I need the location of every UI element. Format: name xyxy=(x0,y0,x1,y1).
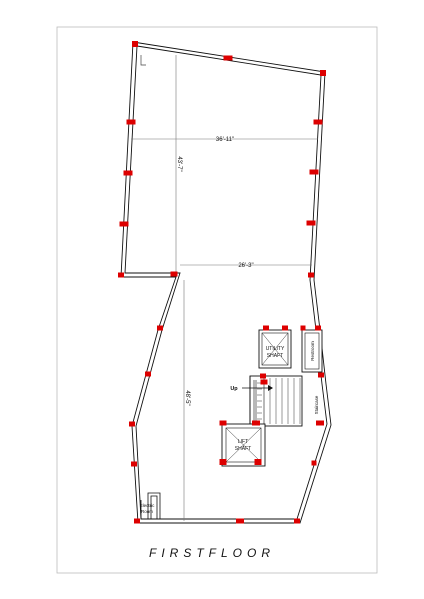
column-14 xyxy=(263,325,269,331)
restroom-label: Restroom xyxy=(310,341,315,361)
lift-shaft-label-2: SHAFT xyxy=(235,446,251,452)
staircase xyxy=(242,375,303,427)
lift-cross-b xyxy=(225,427,262,463)
dim-top-width-label: 36'-11" xyxy=(216,137,234,143)
column-23 xyxy=(219,420,227,426)
dim-lower-height-label: 48'-5" xyxy=(184,390,190,405)
shaft-cross-b xyxy=(261,332,289,366)
column-24 xyxy=(252,420,260,426)
lift-shaft xyxy=(221,423,266,467)
dim-top-height-label: 43'-7" xyxy=(176,156,182,171)
column-4 xyxy=(126,119,136,125)
column-22 xyxy=(129,421,135,427)
column-20 xyxy=(318,372,324,378)
column-30 xyxy=(134,518,140,524)
utility-shaft-label-1: UTILITY xyxy=(266,346,285,352)
column-11 xyxy=(170,271,178,277)
lift-shaft-label-1: LIFT xyxy=(238,439,248,445)
column-10 xyxy=(118,272,124,278)
electric-room-label-2: Room xyxy=(141,509,153,514)
column-13 xyxy=(157,325,163,331)
column-32 xyxy=(294,518,300,524)
column-31 xyxy=(236,518,244,524)
column-18 xyxy=(145,371,151,377)
floor-title: FIRSTFLOOR xyxy=(149,546,275,560)
column-26 xyxy=(131,461,137,467)
column-3 xyxy=(320,70,326,76)
staircase-label: Staircase xyxy=(314,395,319,414)
column-5 xyxy=(313,119,323,125)
column-8 xyxy=(119,221,129,227)
restroom xyxy=(301,329,323,373)
column-25 xyxy=(316,420,324,426)
column-1 xyxy=(132,41,138,47)
page-frame xyxy=(56,26,378,574)
column-16 xyxy=(300,325,306,331)
dim-mid-width-label: 26'-3" xyxy=(238,263,253,269)
column-28 xyxy=(254,459,262,465)
column-7 xyxy=(309,169,319,175)
column-9 xyxy=(306,220,316,226)
column-21 xyxy=(260,379,268,385)
columns xyxy=(118,41,326,524)
column-27 xyxy=(219,459,227,465)
utility-shaft xyxy=(258,329,292,369)
column-29 xyxy=(311,460,317,466)
dimension-lines xyxy=(131,55,318,521)
electric-room-label-1: Electric xyxy=(140,503,156,508)
column-2 xyxy=(223,55,233,61)
column-15 xyxy=(282,325,288,331)
column-19 xyxy=(260,373,266,379)
up-arrow-head xyxy=(268,385,273,391)
column-6 xyxy=(123,170,133,176)
up-label: Up xyxy=(230,386,238,392)
door-mark xyxy=(140,55,146,66)
electric-room xyxy=(140,492,161,519)
column-12 xyxy=(308,272,314,278)
column-17 xyxy=(315,325,321,331)
utility-shaft-label-2: SHAFT xyxy=(267,353,283,359)
